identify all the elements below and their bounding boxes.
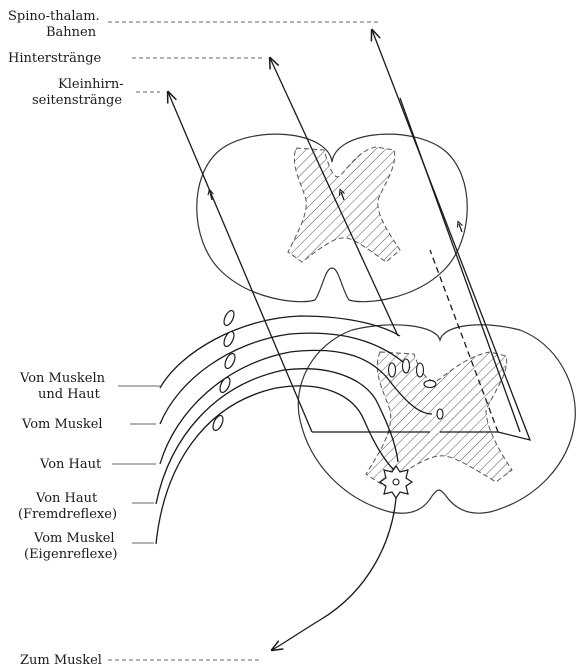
- label-vom-muskel-eigen-2: (Eigenreflexe): [24, 547, 117, 562]
- fiber-von-haut-fremdreflexe: [156, 369, 398, 504]
- upper-grey-matter: [288, 147, 400, 262]
- interneuron-1: [389, 363, 396, 377]
- interneuron-4: [424, 381, 436, 388]
- label-spino-thalam-2: Bahnen: [46, 25, 97, 40]
- label-kleinhirn-2: seitenstränge: [32, 93, 122, 108]
- ganglion-cell-3: [223, 352, 237, 370]
- motor-neuron: [380, 466, 412, 498]
- ganglion-cell-5: [211, 414, 225, 432]
- label-von-haut-fremd-2: (Fremdreflexe): [18, 507, 117, 522]
- fiber-vom-muskel: [160, 333, 410, 424]
- labels: Spino-thalam. Bahnen Hinterstränge Klein…: [8, 9, 124, 668]
- interneuron-5: [437, 409, 443, 419]
- upper-cord-section: [197, 134, 468, 302]
- fiber-vom-muskel-eigenreflexe: [156, 386, 394, 544]
- ganglion-cell-2: [222, 330, 236, 348]
- label-von-muskeln-1: Von Muskeln: [19, 371, 106, 386]
- interneuron-2: [403, 359, 410, 373]
- label-spino-thalam-1: Spino-thalam.: [8, 9, 100, 24]
- label-vom-muskel-eigen-1: Vom Muskel: [33, 531, 115, 546]
- label-von-haut: Von Haut: [39, 457, 102, 472]
- label-von-muskeln-2: und Haut: [38, 387, 101, 402]
- lower-cord-section: [298, 325, 575, 513]
- label-hinterstraenge: Hinterstränge: [8, 51, 102, 66]
- label-kleinhirn-1: Kleinhirn-: [58, 77, 124, 92]
- label-zum-muskel: Zum Muskel: [20, 653, 102, 668]
- tract-tick-3: [459, 224, 462, 232]
- label-vom-muskel: Vom Muskel: [21, 417, 103, 432]
- ganglion-cell-1: [222, 309, 236, 327]
- leader-lines: [108, 22, 380, 660]
- label-von-haut-fremd-1: Von Haut: [35, 491, 98, 506]
- efferent-fiber: [272, 498, 396, 650]
- interneuron-3: [417, 363, 424, 377]
- ganglion-cells: [211, 309, 237, 432]
